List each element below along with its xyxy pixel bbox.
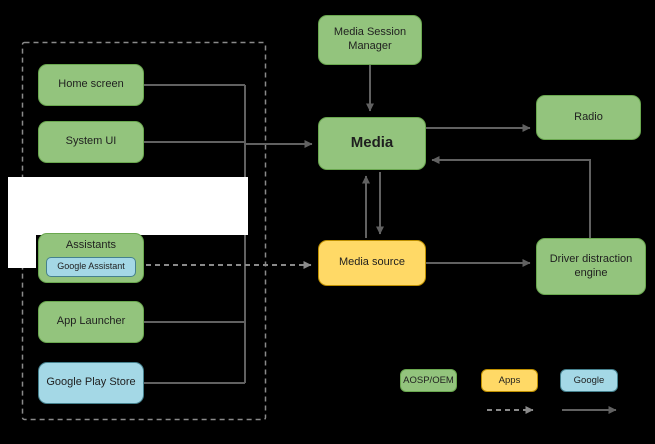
node-driver-distraction-engine: Driver distraction engine: [536, 238, 646, 295]
node-app-launcher: App Launcher: [38, 301, 144, 343]
legend-aosp-oem-label: AOSP/OEM: [403, 374, 454, 386]
node-system-ui: System UI: [38, 121, 144, 163]
node-system-ui-label: System UI: [65, 135, 117, 148]
node-google-assistant-label: Google Assistant: [57, 261, 125, 272]
legend-google: Google: [560, 369, 618, 392]
node-assistants-label: Assistants: [65, 239, 117, 251]
node-radio: Radio: [536, 95, 641, 140]
white-overlay-block-small: [8, 235, 36, 268]
node-app-launcher-label: App Launcher: [56, 315, 126, 328]
node-media-session-manager-label: Media Session Manager: [333, 26, 407, 52]
node-media-session-manager: Media Session Manager: [318, 15, 422, 65]
node-google-play-store: Google Play Store: [38, 362, 144, 404]
node-google-assistant: Google Assistant: [46, 256, 136, 277]
node-media-label: Media: [350, 134, 394, 152]
legend-aosp-oem: AOSP/OEM: [400, 369, 457, 392]
node-media-source-label: Media source: [338, 256, 406, 269]
node-driver-distraction-engine-label: Driver distraction engine: [549, 252, 633, 279]
node-google-play-store-label: Google Play Store: [46, 376, 136, 389]
white-overlay-block: [8, 177, 248, 235]
node-home-screen: Home screen: [38, 64, 144, 106]
node-assistants: Assistants Google Assistant: [38, 233, 144, 283]
legend-apps: Apps: [481, 369, 538, 392]
legend-google-label: Google: [573, 374, 605, 386]
node-media: Media: [318, 117, 426, 170]
node-media-source: Media source: [318, 240, 426, 286]
node-radio-label: Radio: [574, 110, 603, 123]
legend-apps-label: Apps: [498, 374, 521, 386]
node-home-screen-label: Home screen: [58, 78, 124, 91]
